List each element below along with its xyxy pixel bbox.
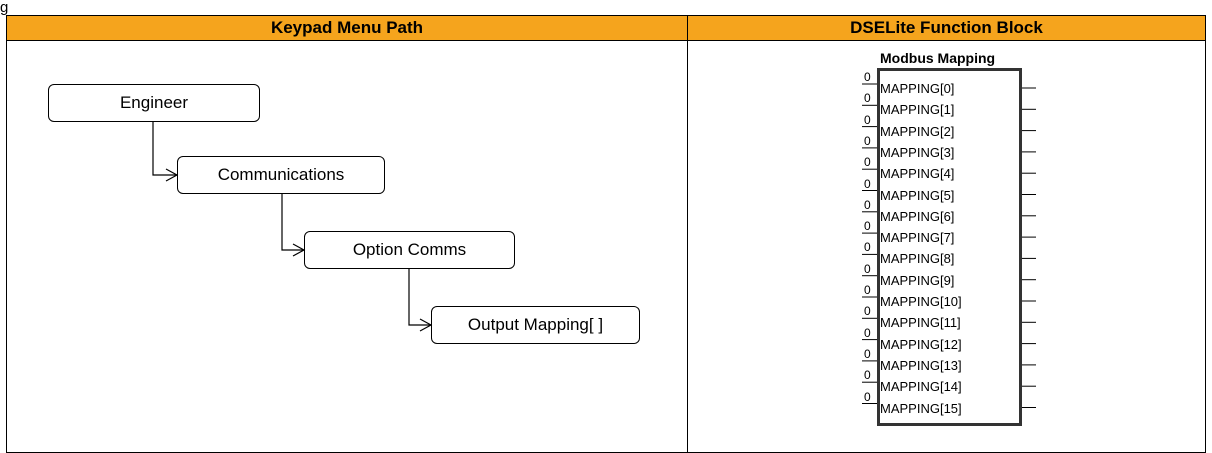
input-default-value: 0: [864, 389, 871, 404]
mapping-parameter-label: MAPPING[5]: [880, 187, 955, 203]
input-default-value: 0: [864, 325, 871, 340]
connector-arrow: [408, 269, 431, 326]
input-default-value: 0: [864, 112, 871, 127]
input-default-value: 0: [864, 133, 871, 148]
function-block-title: Modbus Mapping: [880, 50, 996, 66]
mapping-parameter-label: MAPPING[9]: [880, 272, 955, 288]
page-edge-text: g: [0, 0, 9, 16]
arrow-head: [292, 243, 306, 257]
input-default-value: 0: [864, 346, 871, 361]
input-default-value: 0: [864, 176, 871, 191]
mapping-parameter-label: MAPPING[15]: [880, 400, 962, 416]
mapping-parameter-label: MAPPING[3]: [880, 144, 955, 160]
input-default-value: 0: [864, 368, 871, 383]
input-default-value: 0: [864, 197, 871, 212]
mapping-parameter-label: MAPPING[7]: [880, 230, 955, 246]
input-default-value: 0: [864, 283, 871, 297]
menu-item-output-mapping: Output Mapping[ ]: [431, 306, 640, 344]
mapping-parameter-label: MAPPING[1]: [880, 102, 955, 118]
menu-item-label: Engineer: [119, 93, 189, 112]
mapping-parameter-label: MAPPING[0]: [880, 81, 955, 96]
mapping-parameter-label: MAPPING[14]: [880, 379, 962, 395]
input-default-value: 0: [864, 155, 871, 170]
input-default-value: 0: [864, 219, 871, 234]
menu-item-label: Option Comms: [352, 240, 467, 259]
mapping-parameter-label: MAPPING[11]: [880, 315, 961, 331]
input-default-value: 0: [864, 91, 871, 106]
mapping-parameter-label: MAPPING[8]: [880, 251, 955, 267]
arrow-head: [165, 168, 179, 182]
input-default-value: 0: [864, 240, 871, 255]
input-default-value: 0: [864, 70, 871, 84]
mapping-parameter-label: MAPPING[4]: [880, 166, 955, 182]
arrow-head: [419, 318, 433, 332]
input-default-value: 0: [864, 304, 871, 319]
connector-arrow: [281, 194, 304, 251]
menu-item-option-comms: Option Comms: [304, 231, 515, 269]
menu-item-label: Communications: [217, 165, 345, 184]
header-dselite-function-block: DSELite Function Block: [687, 15, 1206, 41]
menu-item-engineer: Engineer: [48, 84, 260, 122]
mapping-parameter-label: MAPPING[12]: [880, 336, 962, 352]
function-block-box: [877, 68, 1022, 426]
mapping-parameter-label: MAPPING[10]: [880, 294, 962, 309]
input-default-value: 0: [864, 261, 871, 276]
mapping-parameter-label: MAPPING[13]: [880, 357, 962, 373]
mapping-parameter-label: MAPPING[2]: [880, 123, 955, 139]
mapping-parameter-label: MAPPING[6]: [880, 208, 955, 224]
connector-arrow: [152, 122, 177, 176]
menu-item-label: Output Mapping[ ]: [467, 315, 604, 334]
header-keypad-menu-path: Keypad Menu Path: [6, 15, 688, 41]
